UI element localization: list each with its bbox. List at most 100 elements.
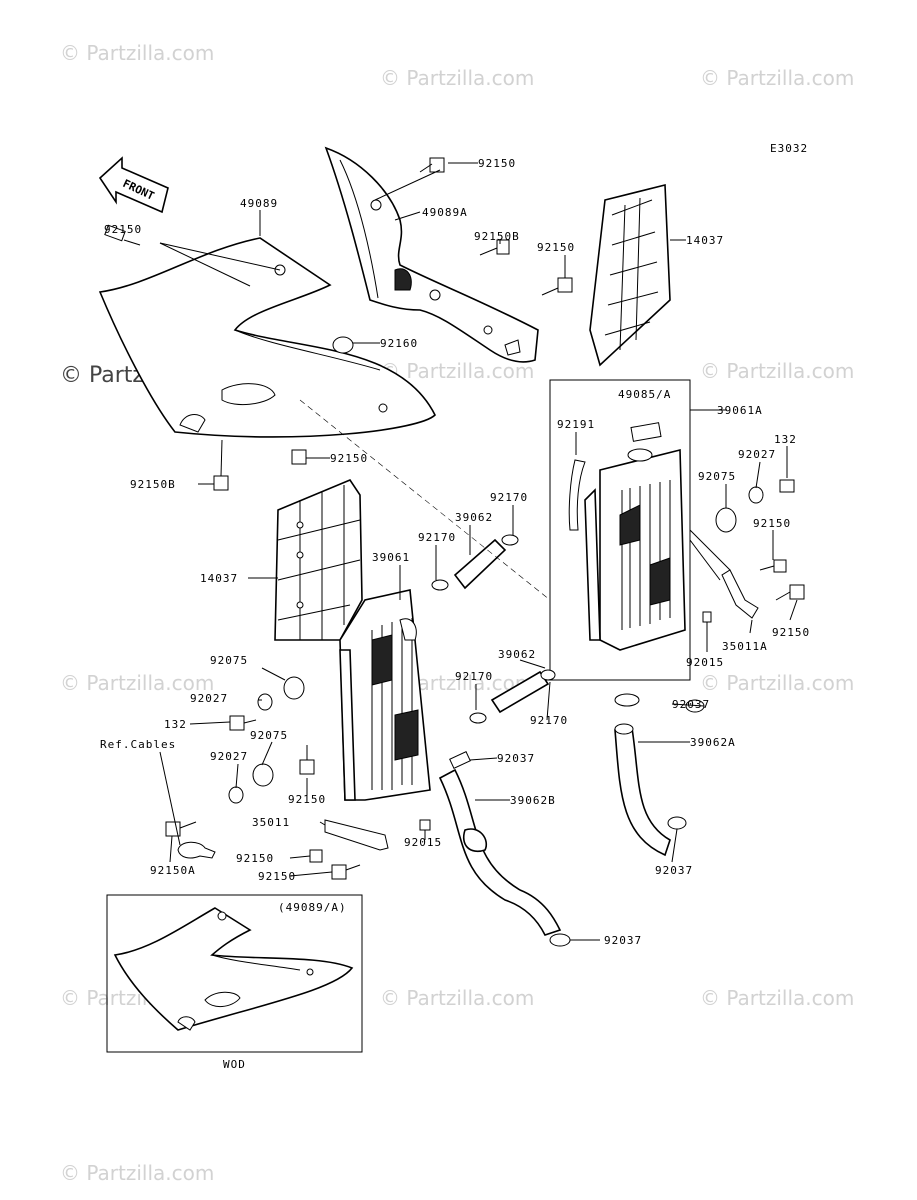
radiator-cap-icon [630, 422, 662, 442]
part-label: 92150 [537, 241, 575, 254]
lower-hose-left [438, 751, 562, 936]
part-label: 39062 [498, 648, 536, 661]
part-label: 92150 [104, 223, 142, 236]
watermark: © Partzilla.com [60, 671, 214, 695]
part-label: 92027 [210, 750, 248, 763]
radiator-shroud-left [98, 237, 436, 438]
bolt-icon [775, 584, 805, 601]
bolt-icon [541, 277, 573, 296]
part-label: 92037 [604, 934, 642, 947]
watermark: © Partzilla.com [700, 66, 854, 90]
part-label: 92075 [210, 654, 248, 667]
part-label: 49085/A [618, 388, 671, 401]
part-label: 92027 [738, 448, 776, 461]
bolt-icon [759, 559, 787, 573]
part-label: 49089 [240, 197, 278, 210]
part-label: 92037 [655, 864, 693, 877]
bolt-icon [291, 449, 320, 465]
watermark: © Partzilla.com [60, 1161, 214, 1185]
part-label: 92170 [490, 491, 528, 504]
bolt-icon [331, 864, 361, 880]
radiator-guard-left [274, 479, 363, 641]
bracket-icon [721, 569, 759, 619]
part-label: 92150 [772, 626, 810, 639]
part-label: 49089A [422, 206, 468, 219]
part-label: 92037 [672, 698, 710, 711]
part-label: 39062 [455, 511, 493, 524]
watermark: © Partzilla.com [700, 986, 854, 1010]
grommet-icon [252, 763, 274, 787]
grommet-icon [332, 336, 354, 354]
part-label: 39061A [717, 404, 763, 417]
inset-caption: WOD [223, 1058, 246, 1071]
watermark: © Partzilla.com [380, 359, 534, 383]
nut-icon [702, 611, 712, 623]
part-label: 92027 [190, 692, 228, 705]
part-label: 92150 [288, 793, 326, 806]
part-labels: 92150 49089 92150 49089A 92150B 92150 14… [100, 157, 810, 947]
part-label: 92150B [130, 478, 176, 491]
part-label: 14037 [200, 572, 238, 585]
grommet-icon [715, 507, 737, 533]
inset-label: (49089/A) [278, 901, 347, 914]
bolt-icon [299, 745, 315, 775]
radiator-right [568, 422, 686, 651]
part-label: 92170 [418, 531, 456, 544]
bracket-icon [324, 819, 389, 851]
hose-clamp-icon [549, 933, 571, 947]
cable-clip-icon [177, 841, 216, 859]
part-label: 92170 [530, 714, 568, 727]
part-label: 14037 [686, 234, 724, 247]
part-label: 92150 [330, 452, 368, 465]
watermark: © Partzilla.com [700, 671, 854, 695]
grommet-icon [748, 486, 764, 504]
leader-lines [159, 162, 798, 941]
grommet-icon [283, 676, 305, 700]
part-label: 92160 [380, 337, 418, 350]
lower-hose-right [614, 693, 687, 857]
part-label: 35011A [722, 640, 768, 653]
watermark: © Partzilla.com [700, 359, 854, 383]
watermark: © Partzilla.com [60, 41, 214, 65]
connecting-hose-lower [469, 669, 556, 724]
radiator-left [339, 589, 431, 801]
bolt-icon [309, 849, 323, 863]
part-label: 92015 [686, 656, 724, 669]
bolt-icon [104, 224, 141, 246]
part-label: 132 [774, 433, 797, 446]
connecting-hose-upper [431, 534, 519, 591]
part-label: 92170 [455, 670, 493, 683]
bolt-icon [779, 479, 795, 493]
part-label: 39062B [510, 794, 556, 807]
fasteners [104, 157, 805, 880]
part-label: 35011 [252, 816, 290, 829]
part-label: 132 [164, 718, 187, 731]
part-label: 92191 [557, 418, 595, 431]
part-label: 92075 [698, 470, 736, 483]
part-label: 92075 [250, 729, 288, 742]
radiator-shroud-right [324, 146, 539, 363]
front-arrow-icon: FRONT [98, 156, 169, 214]
bolt-icon [213, 475, 229, 491]
part-label: 92150 [478, 157, 516, 170]
part-label: 39062A [690, 736, 736, 749]
grommet-icon [228, 786, 244, 804]
part-label: Ref.Cables [100, 738, 176, 751]
part-label: 92150B [474, 230, 520, 243]
nut-icon [419, 819, 431, 831]
part-label: 92150 [236, 852, 274, 865]
diagram-code: E3032 [770, 142, 808, 155]
bolt-icon [229, 715, 257, 731]
radiator-guard-right [589, 183, 671, 367]
inset-49089a: (49089/A) WOD [106, 894, 363, 1071]
part-label: 92150A [150, 864, 196, 877]
watermark: © Partzilla.com [380, 986, 534, 1010]
part-label: 92037 [497, 752, 535, 765]
part-label: 39061 [372, 551, 410, 564]
bolt-icon [165, 821, 197, 837]
grommet-icon [257, 693, 273, 711]
bolt-icon [419, 157, 445, 173]
part-label: 92150 [753, 517, 791, 530]
part-label: 92150 [258, 870, 296, 883]
